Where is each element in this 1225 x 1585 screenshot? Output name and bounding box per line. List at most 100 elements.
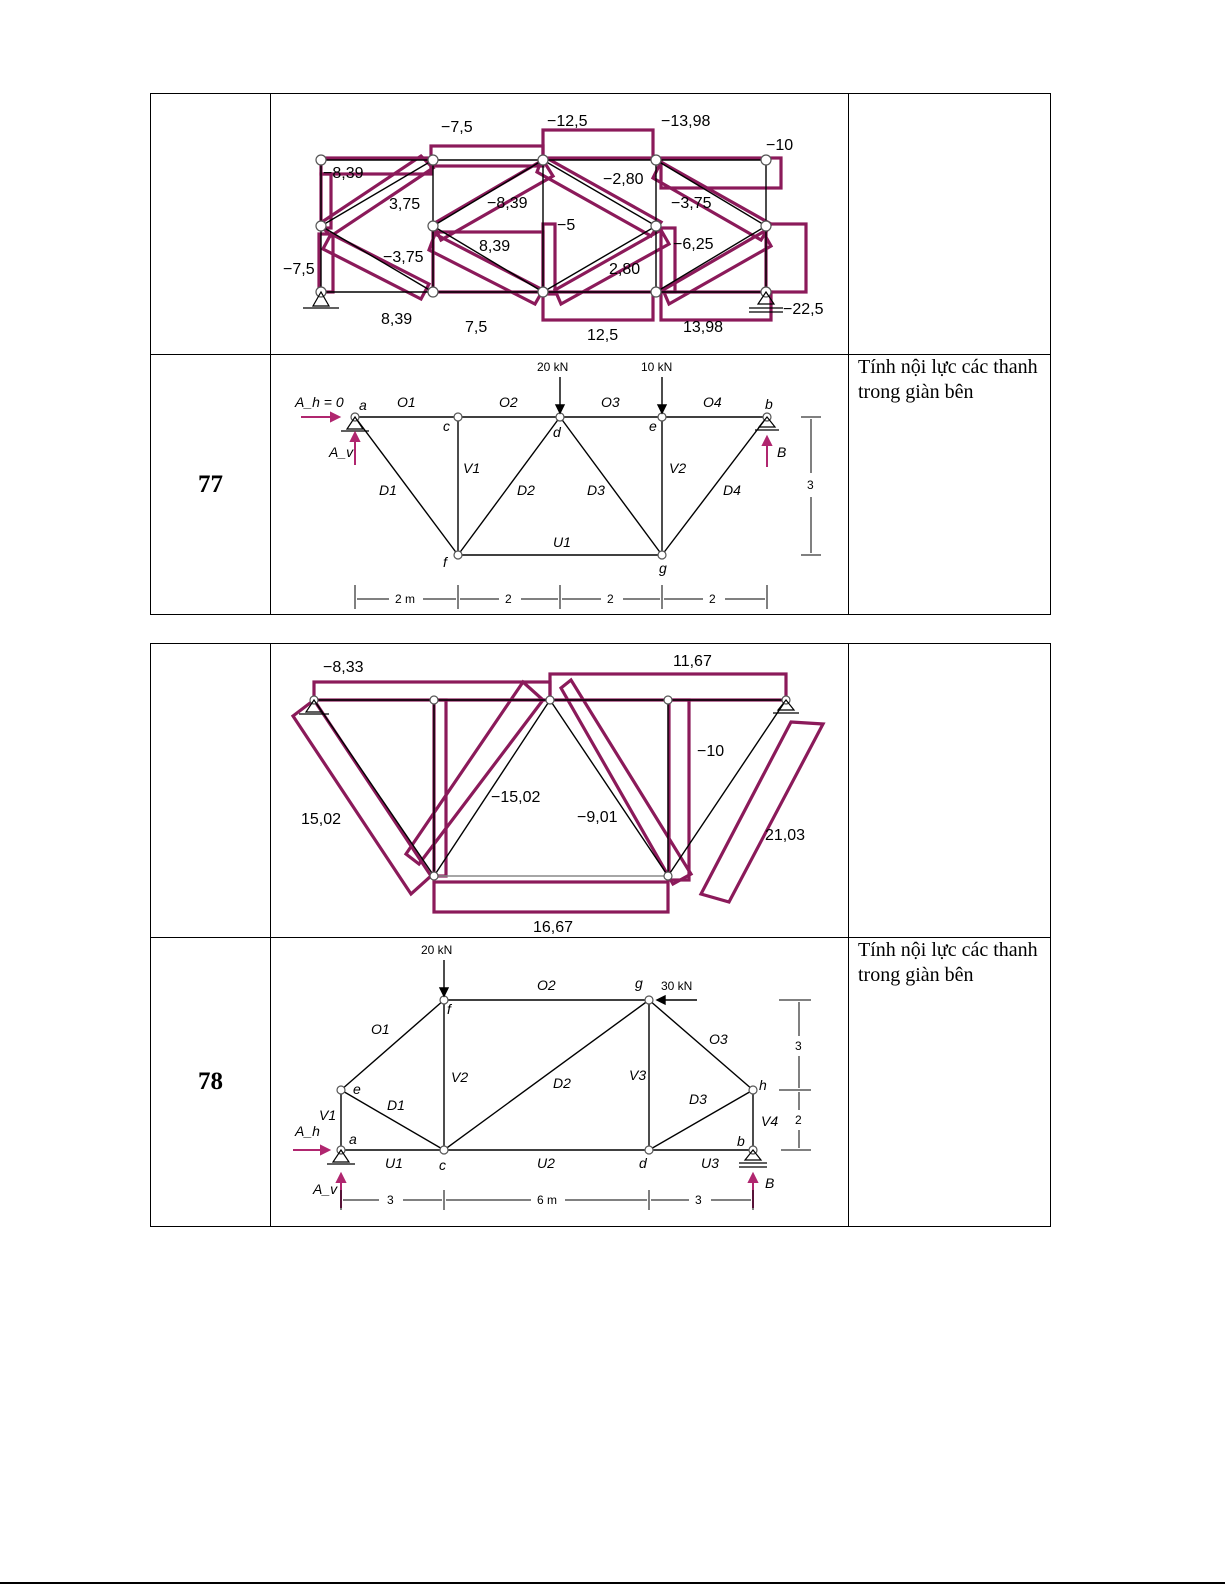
svg-text:O2: O2 [537, 977, 556, 993]
force-label: −7,5 [441, 119, 473, 136]
svg-text:O1: O1 [371, 1021, 390, 1037]
supports [327, 1148, 767, 1168]
truss-figure-cell: 20 kN 10 kN A_h = 0 A_v B a c d e b f g … [270, 354, 849, 615]
load-label-20kn: 20 kN [537, 360, 568, 374]
reaction-label-ah: A_h [294, 1123, 320, 1139]
svg-text:V2: V2 [451, 1069, 468, 1085]
force-label: −6,25 [673, 236, 714, 253]
force-label: −5 [557, 217, 575, 234]
svg-text:d: d [639, 1155, 648, 1171]
member-labels: O1 O2 O3 V1 V2 V3 V4 D1 D2 D3 U1 U2 U3 [319, 977, 778, 1171]
force-label: −8,33 [323, 659, 364, 676]
force-label: −13,98 [661, 113, 710, 130]
reaction-label-b: B [765, 1175, 774, 1191]
svg-text:c: c [439, 1157, 446, 1173]
force-label: 11,67 [673, 653, 712, 670]
force-label: 8,39 [381, 311, 412, 328]
height-label: 3 [795, 1039, 802, 1053]
reaction-label-av: A_v [328, 444, 354, 460]
svg-text:V1: V1 [463, 460, 480, 476]
supports [299, 698, 799, 715]
load-label-20kn: 20 kN [421, 943, 452, 957]
row-number-cell [150, 93, 271, 355]
force-label: −22,5 [783, 301, 824, 318]
force-label: −8,39 [487, 195, 528, 212]
load-label-30kn: 30 kN [661, 979, 692, 993]
task-description: Tính nội lực các thanh trong giàn bên [848, 354, 1051, 615]
dimension-label: 3 [695, 1193, 702, 1207]
svg-text:D3: D3 [587, 482, 605, 498]
dimension-label: 2 [607, 592, 614, 606]
truss-figure-cell: 20 kN 30 kN A_h A_v B f g e h a c d b O1 [270, 937, 849, 1227]
dimension-label: 2 [709, 592, 716, 606]
svg-text:O1: O1 [397, 394, 416, 410]
truss-members [340, 999, 754, 1151]
svg-text:h: h [759, 1077, 767, 1093]
force-label: 13,98 [683, 319, 723, 336]
force-label: −12,5 [547, 113, 588, 130]
force-label: 3,75 [389, 196, 420, 213]
svg-text:b: b [765, 396, 773, 412]
dimension-label: 6 m [537, 1193, 557, 1207]
height-label: 2 [795, 1113, 802, 1127]
reaction-label-b: B [777, 444, 786, 460]
svg-text:b: b [737, 1133, 745, 1149]
dimension-lines [354, 416, 821, 609]
node-labels: a c d e b f g [359, 396, 773, 576]
table-block-77: −7,5 −12,5 −13,98 −10 −8,39 3,75 −8,39 −… [150, 93, 1051, 615]
svg-text:e: e [649, 418, 657, 434]
truss-members [313, 699, 787, 877]
problem-number-78: 78 [150, 937, 271, 1227]
dimension-label: 3 [387, 1193, 394, 1207]
svg-text:O4: O4 [703, 394, 722, 410]
force-label: −3,75 [671, 195, 712, 212]
svg-text:D2: D2 [517, 482, 535, 498]
internal-force-diagram-78: −8,33 11,67 −10 −15,02 15,02 −9,01 21,03… [290, 653, 826, 936]
dimension-label: 2 m [395, 592, 415, 606]
svg-text:O2: O2 [499, 394, 518, 410]
svg-text:V4: V4 [761, 1113, 778, 1129]
svg-text:D2: D2 [553, 1075, 571, 1091]
internal-force-diagram-cell: −8,33 11,67 −10 −15,02 15,02 −9,01 21,03… [270, 643, 849, 938]
truss-joints [315, 154, 772, 298]
svg-text:U3: U3 [701, 1155, 719, 1171]
load-label-10kn: 10 kN [641, 360, 672, 374]
svg-text:c: c [443, 418, 450, 434]
internal-force-diagram-cell: −7,5 −12,5 −13,98 −10 −8,39 3,75 −8,39 −… [270, 93, 849, 355]
reaction-arrows [293, 1144, 759, 1208]
load-arrows [438, 960, 697, 1006]
problem-number-77: 77 [150, 354, 271, 615]
force-label: −2,80 [603, 171, 644, 188]
reaction-label-ah: A_h = 0 [294, 394, 344, 410]
svg-text:g: g [659, 560, 667, 576]
truss-figure-78: 20 kN 30 kN A_h A_v B f g e h a c d b O1 [293, 943, 811, 1210]
dimension-lines [340, 999, 811, 1210]
force-label: 16,67 [533, 919, 573, 936]
force-label: −10 [697, 743, 724, 760]
svg-text:V1: V1 [319, 1107, 336, 1123]
force-label: 8,39 [479, 238, 510, 255]
svg-text:f: f [443, 554, 449, 570]
height-label: 3 [807, 478, 814, 492]
task-cell [848, 643, 1051, 938]
task-description: Tính nội lực các thanh trong giàn bên [848, 937, 1051, 1227]
svg-text:V2: V2 [669, 460, 686, 476]
svg-text:a: a [349, 1131, 357, 1147]
force-label: −15,02 [491, 789, 540, 806]
truss-figure-77: 20 kN 10 kN A_h = 0 A_v B a c d e b f g … [294, 360, 821, 609]
svg-text:D4: D4 [723, 482, 741, 498]
force-label: 7,5 [465, 319, 487, 336]
force-label: 21,03 [765, 827, 805, 844]
node-labels: f g e h a c d b [349, 975, 767, 1173]
svg-text:O3: O3 [709, 1031, 728, 1047]
svg-text:D1: D1 [379, 482, 397, 498]
reaction-label-av: A_v [312, 1181, 338, 1197]
table-block-78: −8,33 11,67 −10 −15,02 15,02 −9,01 21,03… [150, 643, 1051, 1227]
force-label: 12,5 [587, 327, 618, 344]
svg-text:D3: D3 [689, 1091, 707, 1107]
svg-text:U2: U2 [537, 1155, 555, 1171]
dimension-label: 2 [505, 592, 512, 606]
force-label: −8,39 [323, 165, 364, 182]
svg-text:U1: U1 [385, 1155, 403, 1171]
force-label: 15,02 [301, 811, 341, 828]
